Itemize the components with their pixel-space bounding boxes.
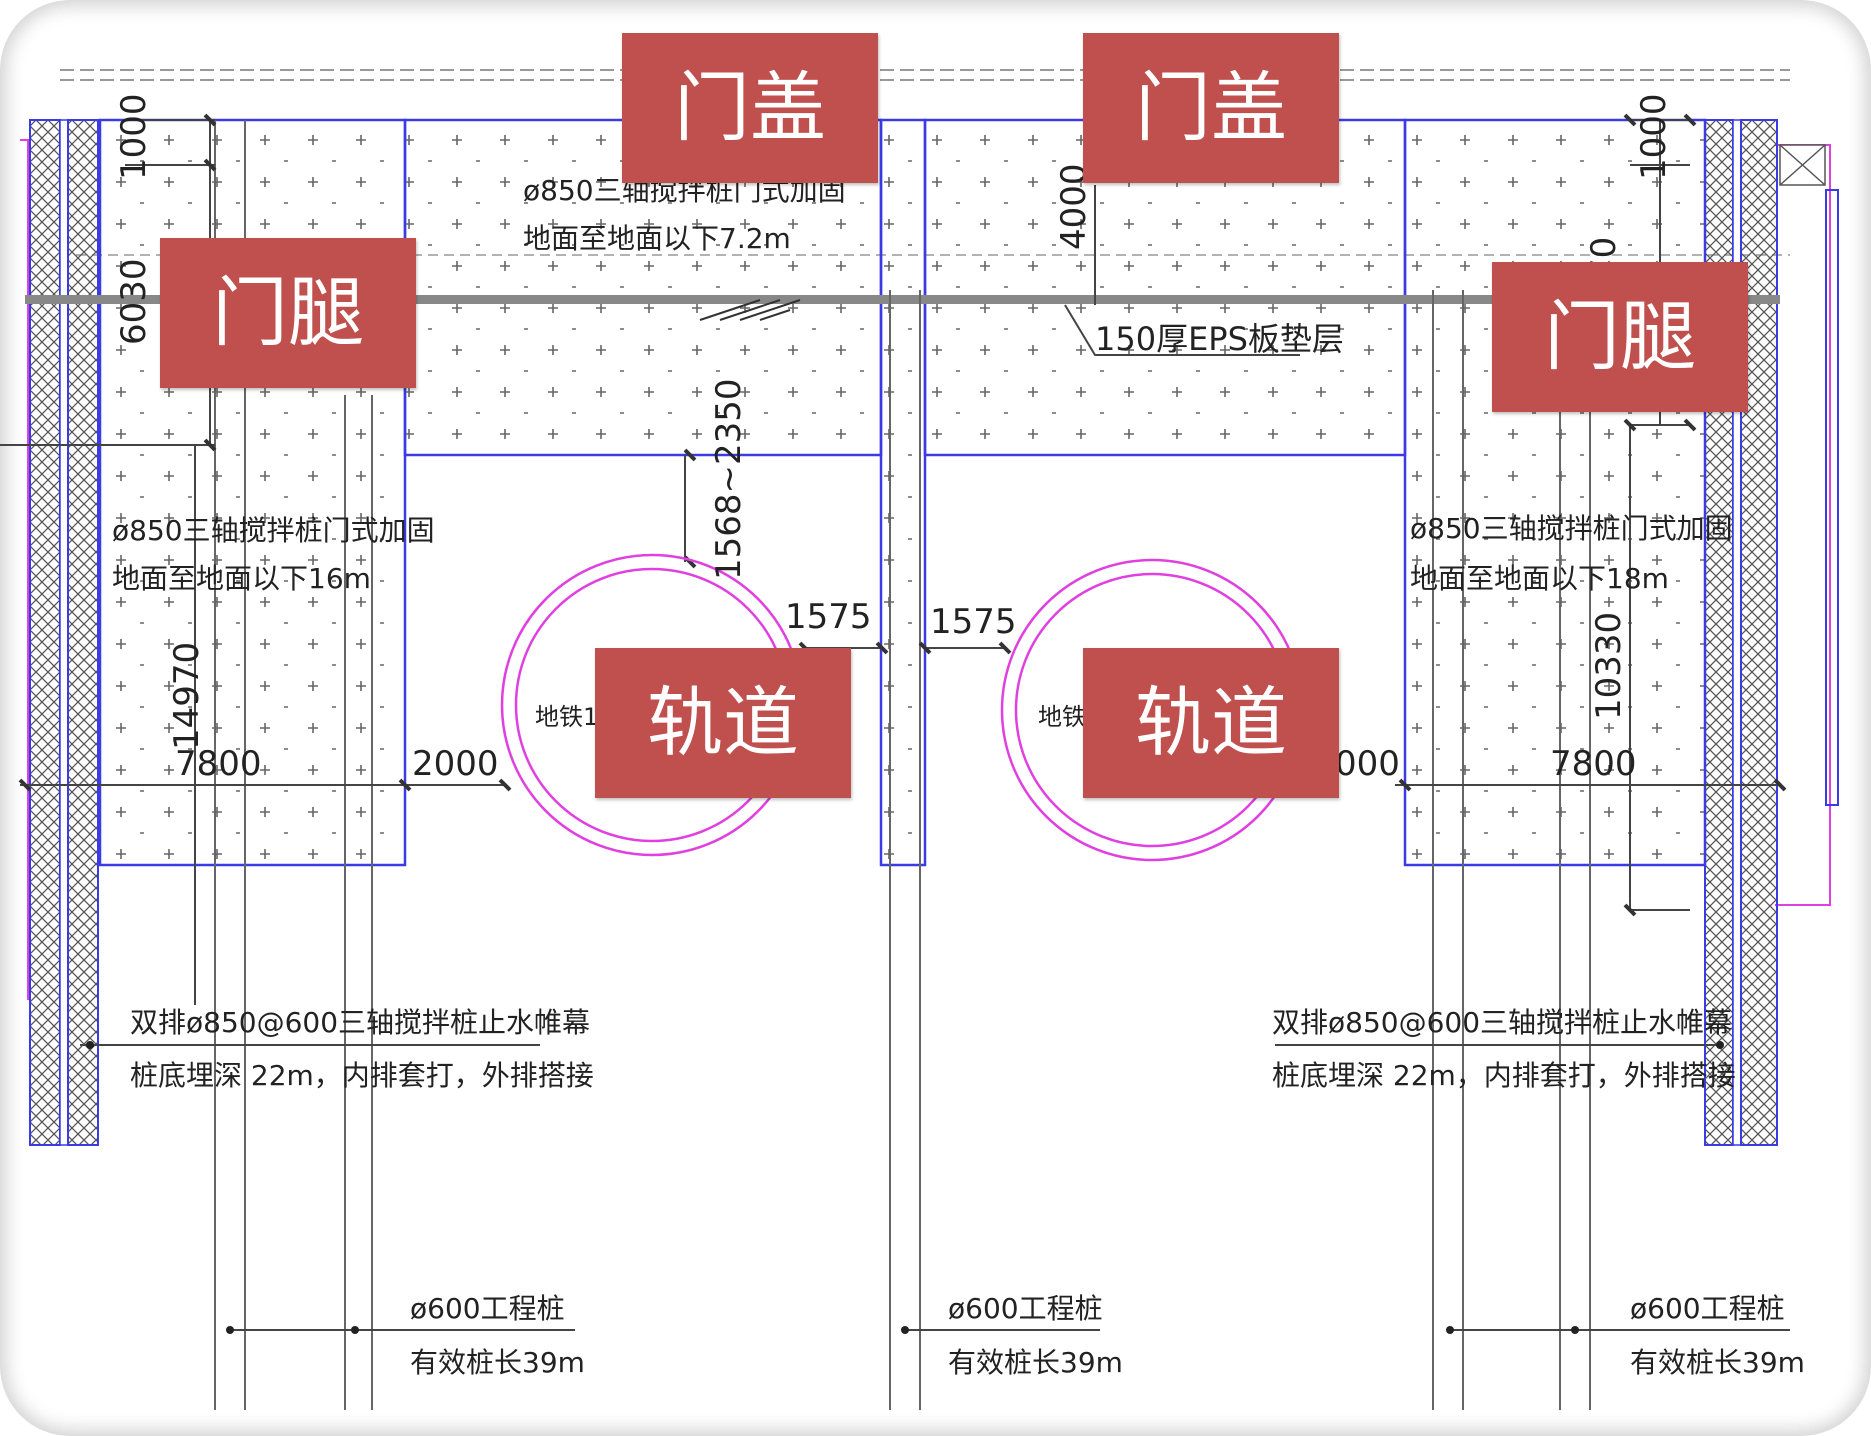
metro-label-left: 地铁1: [535, 703, 598, 731]
dim-1000-right: 1000: [1634, 93, 1674, 180]
right-reinforce-line1: ø850三轴搅拌桩门式加固: [1410, 512, 1733, 545]
dimension-lines: [0, 119, 1790, 1331]
dim-7800-right: 7800: [1550, 744, 1637, 784]
dim-7800-left: 7800: [175, 744, 262, 784]
mid-reinforce-line2: 地面至地面以下7.2m: [523, 222, 791, 255]
annotation-notes: ø850三轴搅拌桩门式加固 地面至地面以下7.2m 150厚EPS板垫层 ø85…: [112, 174, 1805, 1379]
pile1-line2: 有效桩长39m: [410, 1346, 585, 1379]
left-reinforce-line2: 地面至地面以下16m: [112, 562, 371, 595]
dim-14970: 14970: [167, 642, 207, 750]
right-curtain-line1: 双排ø850@600三轴搅拌桩止水帷幕: [1272, 1006, 1732, 1039]
dimension-dots: [86, 1041, 1724, 1334]
callout-door-leg-left: 门腿: [160, 238, 416, 388]
eps-slab-line: [25, 295, 1780, 356]
callout-door-cap-left: 门盖: [622, 33, 878, 183]
pile2-line2: 有效桩长39m: [948, 1346, 1123, 1379]
right-reinforce-line2: 地面至地面以下18m: [1410, 562, 1669, 595]
pile3-line1: ø600工程桩: [1630, 1292, 1785, 1325]
dim-2000-left: 2000: [412, 744, 499, 784]
eps-layer-note: 150厚EPS板垫层: [1095, 320, 1344, 358]
pile1-line1: ø600工程桩: [410, 1292, 565, 1325]
pile2-line1: ø600工程桩: [948, 1292, 1103, 1325]
reinforcement-zones: [98, 118, 1707, 867]
left-curtain-line1: 双排ø850@600三轴搅拌桩止水帷幕: [130, 1006, 590, 1039]
left-reinforce-line1: ø850三轴搅拌桩门式加固: [112, 514, 435, 547]
left-curtain-line2: 桩底埋深 22m，内排套打，外排搭接: [130, 1059, 594, 1092]
callout-door-cap-right: 门盖: [1083, 33, 1339, 183]
callout-track-right: 轨道: [1083, 648, 1339, 798]
callout-track-left: 轨道: [595, 648, 851, 798]
pile3-line2: 有效桩长39m: [1630, 1346, 1805, 1379]
dim-10330: 10330: [1589, 612, 1629, 720]
dim-1568-2350: 1568~2350: [709, 378, 749, 580]
dimension-labels: 1000 6030 4000 1000 70 1568~2350 14970 1…: [114, 93, 1674, 784]
dim-2000-right: 000: [1335, 744, 1400, 784]
dim-1575-left: 1575: [785, 597, 872, 637]
callout-door-leg-right: 门腿: [1492, 262, 1748, 412]
dim-1000-left: 1000: [114, 93, 154, 180]
metro-label-right: 地铁: [1038, 703, 1086, 731]
dim-6030: 6030: [114, 258, 154, 345]
dim-1575-right: 1575: [930, 602, 1017, 642]
right-curtain-line2: 桩底埋深 22m，内排套打，外排搭接: [1272, 1059, 1736, 1092]
